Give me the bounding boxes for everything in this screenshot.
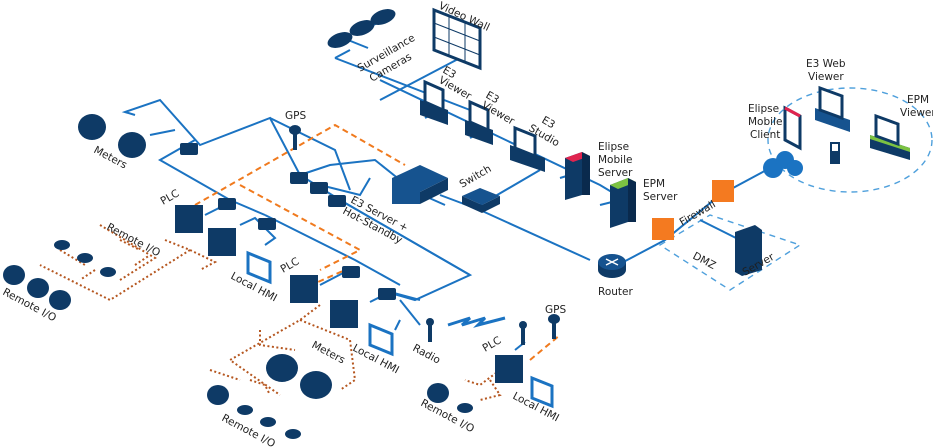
label-e3-viewer-a-1: E3 (441, 64, 459, 81)
elipse-mobile-server-icon[interactable] (565, 152, 590, 200)
label-elipse-mobile-client-1: Elipse (748, 103, 779, 115)
network-switches[interactable] (180, 143, 396, 300)
e3-server-hot-standby-icon[interactable] (392, 165, 448, 204)
switch-main-icon[interactable] (462, 188, 500, 213)
plc-rack-icons[interactable] (175, 205, 523, 383)
wireless-signal-icon (447, 316, 506, 328)
label-e3-viewer-b-1: E3 (484, 89, 502, 106)
cloud-icon[interactable] (763, 151, 803, 178)
label-remote-io-1: Remote I/O (105, 221, 163, 259)
local-hmi-icons[interactable] (246, 250, 554, 409)
label-epm-viewer-2: Viewer (900, 107, 933, 119)
firewall-icon[interactable] (652, 180, 734, 240)
label-remote-io-4: Remote I/O (419, 397, 477, 435)
label-elipse-mobile-client-2: Mobile (748, 116, 782, 128)
label-gps-bottom: GPS (545, 304, 566, 316)
video-wall-icon[interactable] (432, 7, 482, 71)
label-plc-3: PLC (481, 334, 504, 354)
label-dmz: DMZ (691, 250, 718, 272)
radio-antenna-icon[interactable] (426, 318, 527, 345)
label-elipse-mobile-server-1: Elipse (598, 141, 629, 153)
label-firewall: Firewall (678, 198, 718, 228)
epm-viewer-workstation[interactable] (870, 113, 910, 160)
gps-antenna-icon[interactable] (289, 125, 560, 339)
remote-io-icons[interactable] (3, 240, 473, 439)
e3-viewer-workstation-b[interactable] (465, 99, 493, 145)
tablet-icon[interactable] (783, 105, 802, 151)
serial-links (194, 123, 561, 361)
e3-studio-workstation[interactable] (510, 125, 545, 172)
label-e3-web-viewer-2: Viewer (808, 71, 844, 83)
dmz-zone (658, 214, 802, 291)
label-plc-2: PLC (279, 255, 302, 275)
label-e3-web-viewer-1: E3 Web (806, 58, 846, 70)
label-meters-bottom: Meters (310, 339, 347, 366)
label-elipse-mobile-client-3: Client (750, 129, 780, 141)
meter-icons[interactable] (78, 114, 332, 399)
e3-viewer-workstation-a[interactable] (420, 79, 448, 125)
label-gps-top: GPS (285, 110, 306, 122)
label-plc-1: PLC (159, 187, 182, 207)
label-epm-server-1: EPM (643, 178, 665, 190)
label-epm-server-2: Server (643, 191, 678, 203)
cloud-clients-zone (767, 87, 933, 193)
field-links (39, 224, 502, 401)
router-icon[interactable] (598, 254, 626, 278)
label-switch: Switch (458, 163, 494, 191)
label-elipse-mobile-server-2: Mobile (598, 154, 632, 166)
dmz-server-icon[interactable] (735, 225, 762, 276)
mobile-phone-icon[interactable] (830, 142, 840, 164)
surveillance-camera-icon[interactable] (325, 6, 397, 51)
label-epm-viewer-1: EPM (907, 94, 929, 106)
e3-web-viewer-workstation[interactable] (815, 85, 850, 132)
label-e3-studio-1: E3 (540, 114, 558, 131)
label-router: Router (598, 286, 633, 298)
label-radio: Radio (411, 342, 443, 366)
label-elipse-mobile-server-3: Server (598, 167, 633, 179)
epm-server-icon[interactable] (610, 178, 636, 228)
